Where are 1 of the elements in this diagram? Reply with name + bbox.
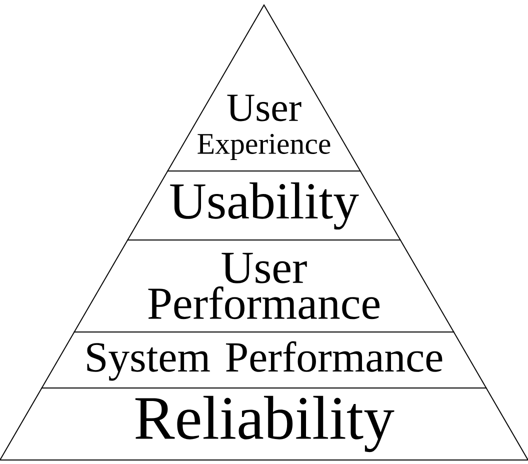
pyramid-section: Reliability: [0, 387, 528, 460]
